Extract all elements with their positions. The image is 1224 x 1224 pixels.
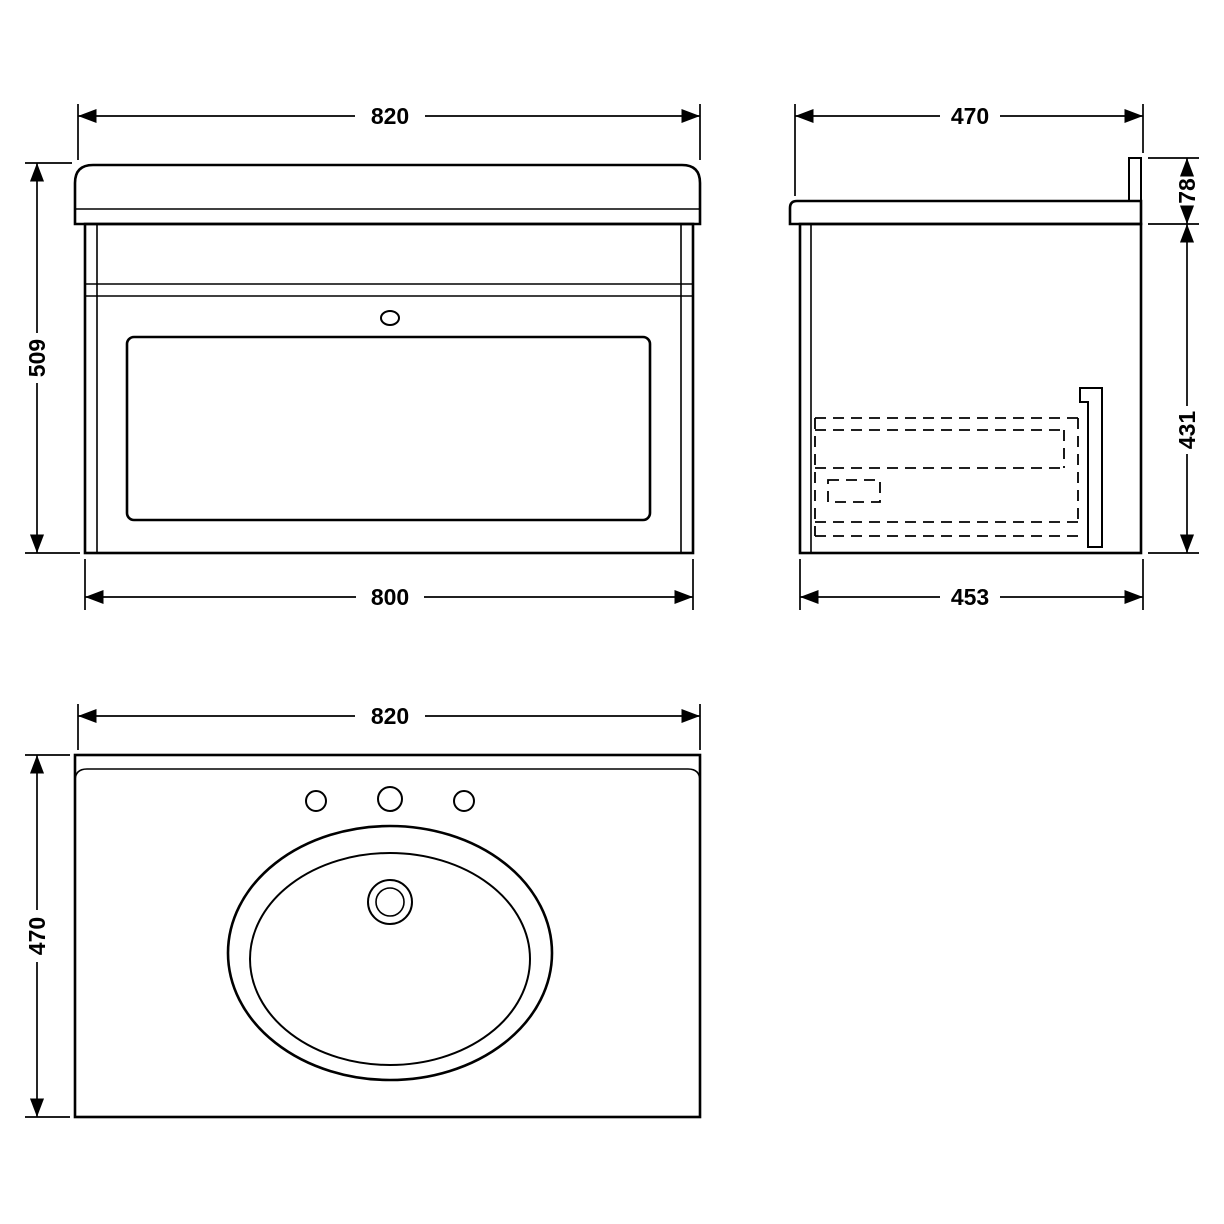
side-dim-upstand-height: 78: [1148, 157, 1200, 225]
plan-waste-hole-inner: [375, 887, 405, 917]
front-dim-left-height: 509: [24, 162, 80, 554]
dimension-label: 78: [1174, 178, 1200, 204]
side-countertop: [788, 199, 1143, 226]
plan-basin-outer: [226, 824, 554, 1082]
front-view: [73, 163, 702, 555]
side-hidden-drawer-detail: [814, 417, 1084, 537]
plan-countertop-outline: [73, 753, 702, 1119]
plan-dim-top-width: 820: [77, 703, 701, 750]
front-dim-bottom-width: 800: [84, 559, 694, 610]
plan-view: [73, 753, 702, 1119]
plan-basin-inner: [249, 852, 531, 1066]
front-dim-top-width: 820: [77, 103, 701, 160]
hidden-runner-detail: [827, 479, 881, 503]
side-view: [788, 157, 1143, 555]
plan-dim-left-depth: 470: [24, 754, 70, 1118]
front-countertop: [73, 163, 702, 226]
side-upstand: [1128, 157, 1142, 202]
front-handle-hole: [380, 310, 400, 326]
plan-waste-hole-outer: [367, 879, 413, 925]
dimension-label: 431: [1174, 411, 1200, 450]
plan-tap-hole-right: [453, 790, 475, 812]
dimension-label: 800: [371, 584, 409, 610]
dimension-label: 453: [951, 584, 989, 610]
side-dim-top-depth: 470: [794, 103, 1144, 196]
dimension-label: 509: [24, 339, 50, 377]
dimension-label: 470: [24, 917, 50, 955]
plan-front-edge-line: [74, 768, 701, 782]
plan-tap-hole-left: [305, 790, 327, 812]
plan-tap-hole-center: [377, 786, 403, 812]
side-dim-bottom-depth: 453: [799, 559, 1144, 610]
side-dim-body-height: 431: [1148, 224, 1200, 554]
side-cabinet-body: [798, 222, 1143, 555]
dimension-label: 820: [371, 103, 409, 129]
dimension-label: 470: [951, 103, 989, 129]
front-cabinet-body: [83, 222, 695, 555]
dimension-label: 820: [371, 703, 409, 729]
side-wall-bracket: [1079, 387, 1103, 548]
front-drawer-panel: [125, 335, 652, 522]
